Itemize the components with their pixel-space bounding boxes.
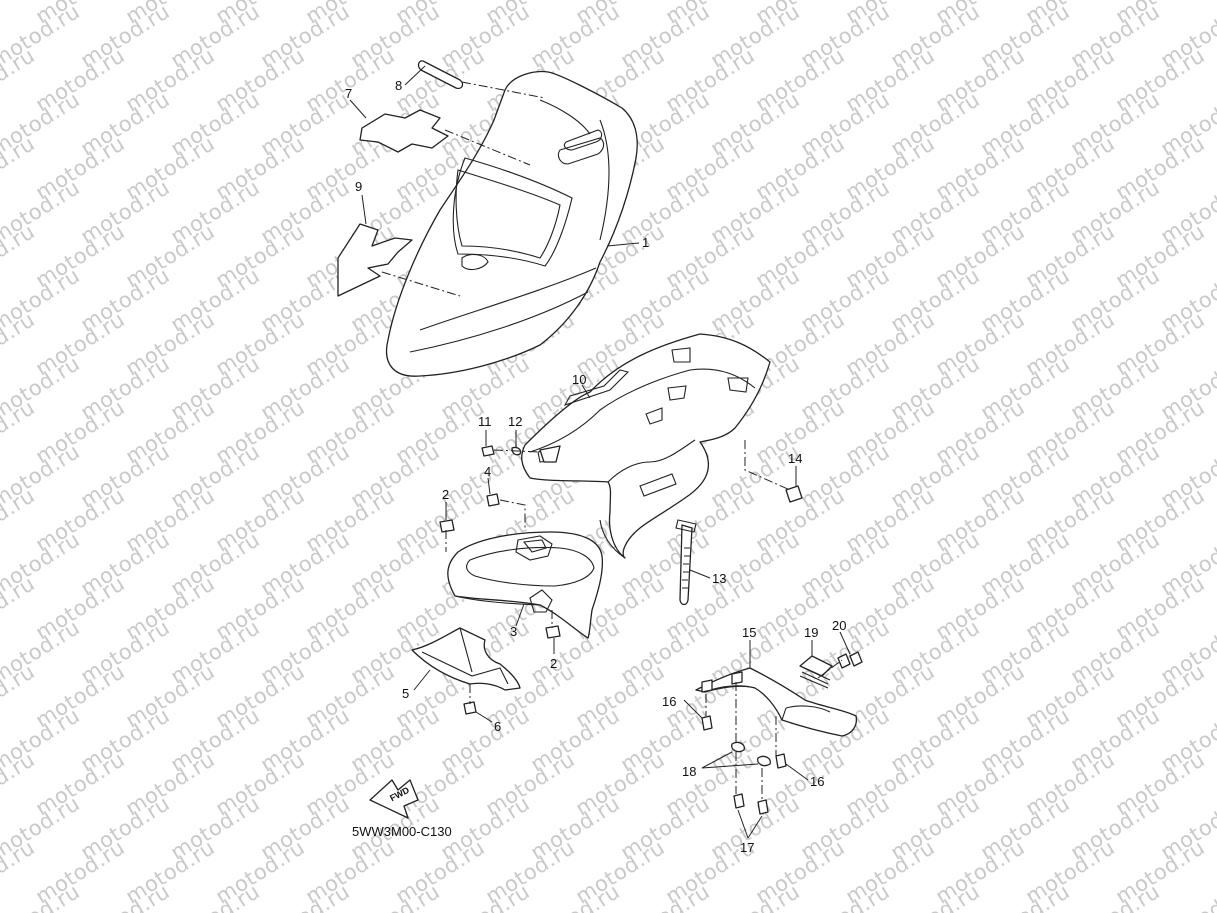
callout-2-lower: 2	[550, 656, 557, 671]
meter-housing	[447, 531, 604, 639]
front-cowling	[386, 70, 638, 377]
callout-2-upper: 2	[442, 487, 449, 502]
part-5-bracket	[411, 627, 521, 691]
callout-16-left: 16	[662, 694, 676, 709]
callout-19: 19	[804, 625, 818, 640]
callout-6: 6	[494, 719, 501, 734]
part-9-decal	[337, 223, 413, 297]
callout-11: 11	[478, 414, 492, 429]
callout-12: 12	[508, 414, 522, 429]
callout-16-right: 16	[810, 774, 824, 789]
callout-14: 14	[788, 451, 802, 466]
callout-9: 9	[355, 179, 362, 194]
callout-5: 5	[402, 686, 409, 701]
fwd-arrow: FWD	[369, 779, 419, 819]
callout-labels: 1 7 8 9 10 11 12 4 2 14 13 3 2 5 6 15 19…	[345, 78, 846, 855]
callout-13: 13	[712, 571, 726, 586]
callout-1: 1	[642, 235, 649, 250]
part-8-bar	[417, 60, 464, 90]
assembly-lines	[381, 81, 843, 802]
part-7-emblem	[359, 109, 449, 153]
callout-17: 17	[740, 840, 754, 855]
diagram-code: 5WW3M00-C130	[352, 824, 452, 839]
hardware	[439, 445, 863, 815]
callout-leaders	[349, 65, 851, 839]
callout-10: 10	[572, 372, 586, 387]
callout-15: 15	[742, 625, 756, 640]
callout-18: 18	[682, 764, 696, 779]
callout-20: 20	[832, 618, 846, 633]
callout-7: 7	[345, 86, 352, 101]
callout-3: 3	[510, 624, 517, 639]
inner-panel	[521, 333, 771, 559]
callout-8: 8	[395, 78, 402, 93]
callout-4: 4	[484, 464, 491, 479]
cable-strap	[675, 519, 697, 606]
